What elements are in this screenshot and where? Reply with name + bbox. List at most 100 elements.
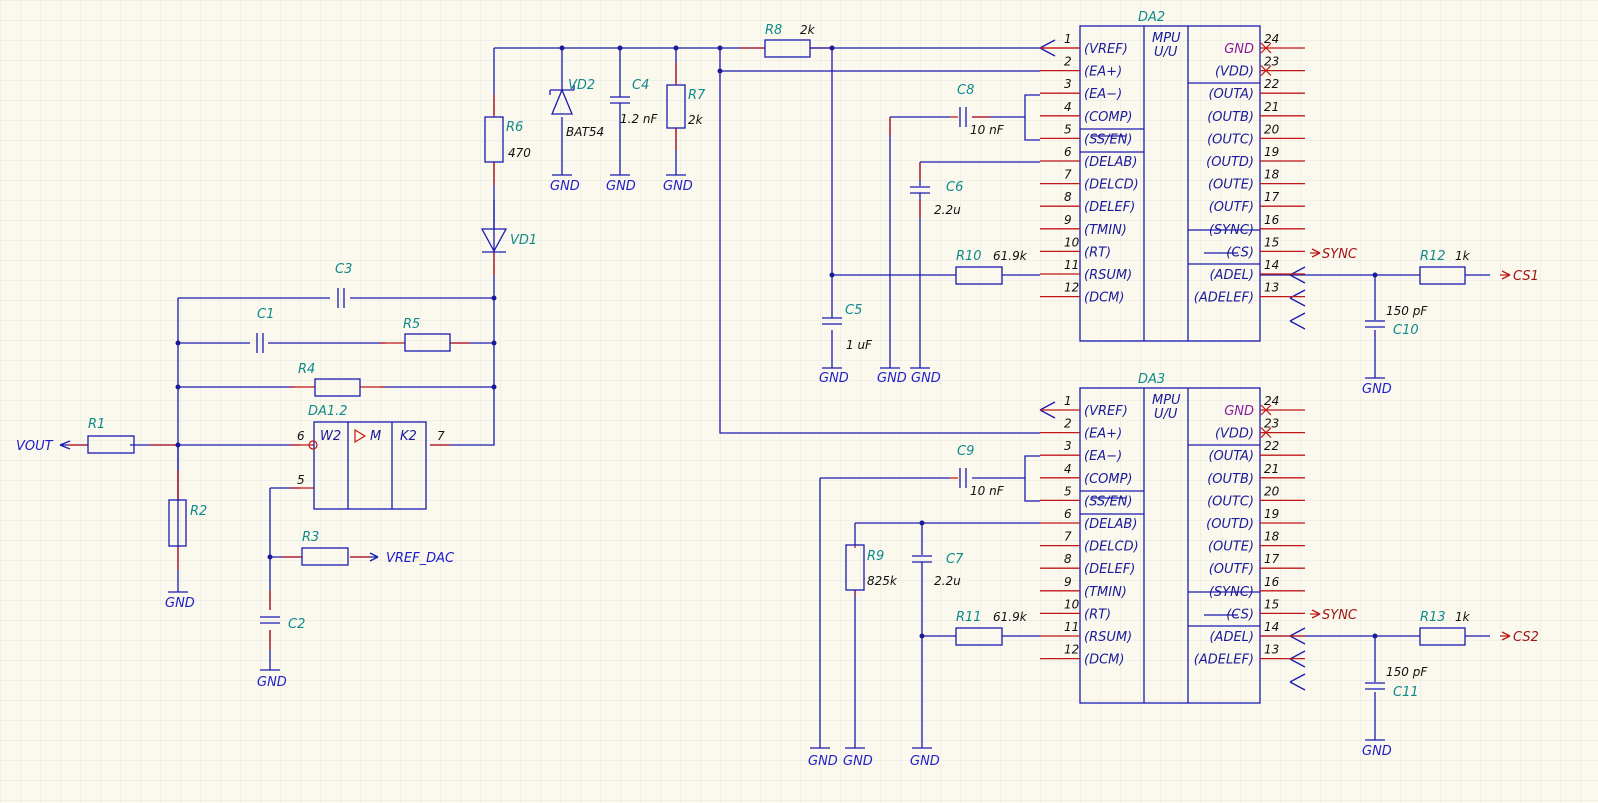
r11-value: 61.9k	[993, 610, 1028, 624]
pin-number: 3	[1064, 439, 1072, 453]
pin-name: (OUTF)	[1209, 562, 1254, 577]
vd1-refdes: VD1	[510, 233, 537, 248]
c4-value: 1.2 nF	[620, 112, 659, 126]
gnd-r7: GND	[663, 179, 693, 194]
sync-port-da2: SYNC	[1322, 247, 1358, 262]
da3-support: C9 10 nF R9 825k C7 2.2u R11 61.9k GND G…	[808, 401, 1056, 769]
pin-number: 20	[1264, 484, 1280, 498]
pin-name: (OUTF)	[1209, 200, 1254, 215]
pin-number: 18	[1264, 168, 1280, 182]
c7-refdes: C7	[946, 552, 964, 567]
pin-name: (COMP)	[1084, 472, 1133, 487]
pin-number: 15	[1264, 235, 1279, 249]
r12-value: 1k	[1455, 249, 1471, 263]
pin-number: 2	[1064, 417, 1072, 431]
r4-resistor	[314, 378, 361, 397]
pin-name: (EA+)	[1084, 65, 1122, 80]
pin-name: (OUTB)	[1207, 472, 1254, 487]
chip-type-sub: U/U	[1154, 407, 1178, 422]
pin-number: 21	[1264, 462, 1279, 476]
pin-name: (VDD)	[1215, 65, 1254, 80]
da1-2-pin6: 6	[297, 429, 305, 443]
pin-name: (VREF)	[1084, 42, 1128, 57]
pin-number: 8	[1064, 552, 1072, 566]
pin-name: (OUTE)	[1208, 178, 1254, 193]
c11-capacitor	[1365, 682, 1385, 690]
c7-capacitor	[912, 555, 932, 563]
c6-value: 2.2u	[934, 203, 961, 217]
c5-value: 1 uF	[846, 338, 873, 352]
pin-name: (ADEL)	[1209, 630, 1254, 645]
pin-name: (DELAB)	[1084, 517, 1137, 532]
pin-number: 21	[1264, 100, 1279, 114]
c8-refdes: C8	[957, 83, 974, 98]
pin-number: 22	[1264, 77, 1279, 91]
gnd-c2: GND	[257, 675, 287, 690]
pin-number: 17	[1264, 552, 1280, 566]
r11-resistor	[955, 627, 1003, 646]
r8-value: 2k	[800, 23, 816, 37]
pin-number: 2	[1064, 55, 1072, 69]
r11-refdes: R11	[956, 610, 982, 625]
c3-refdes: C3	[335, 262, 352, 277]
r3-refdes: R3	[302, 530, 319, 545]
pin-name: (SS/EN)	[1084, 494, 1133, 509]
gnd-c5: GND	[819, 371, 849, 386]
r5-resistor	[404, 333, 451, 352]
pin-name: (COMP)	[1084, 110, 1133, 125]
r9-value: 825k	[867, 574, 898, 588]
gnd-r2: GND	[165, 596, 195, 611]
c4-capacitor	[610, 96, 630, 104]
pin-name: (SYNC)	[1209, 585, 1254, 600]
pin-name: (CS)	[1226, 245, 1254, 260]
gnd-c10: GND	[1362, 382, 1392, 397]
c10-capacitor	[1365, 320, 1385, 328]
r13-value: 1k	[1455, 610, 1471, 624]
c10-refdes: C10	[1393, 323, 1419, 338]
pin-number: 12	[1064, 643, 1079, 657]
gnd-c4: GND	[606, 179, 636, 194]
r3-resistor	[301, 547, 349, 566]
c11-value: 150 pF	[1386, 665, 1428, 679]
pin-name: (CS)	[1226, 607, 1254, 622]
r7-refdes: R7	[688, 88, 706, 103]
vref-dac-port: VREF_DAC	[386, 551, 455, 566]
c5-refdes: C5	[845, 303, 862, 318]
c7-value: 2.2u	[934, 574, 961, 588]
gnd-vd2: GND	[550, 179, 580, 194]
da1-2-pin7: 7	[437, 429, 445, 443]
pin-name: (ADEL)	[1209, 268, 1254, 283]
c5-capacitor	[822, 317, 842, 325]
pin-name: (RT)	[1084, 607, 1111, 622]
pin-name: (OUTA)	[1208, 87, 1254, 102]
r6-value: 470	[508, 146, 531, 160]
c3-capacitor	[337, 288, 345, 308]
pin-number: 14	[1264, 258, 1279, 272]
c4-refdes: C4	[632, 78, 649, 93]
pin-number: 4	[1064, 462, 1072, 476]
pin-name: (SS/EN)	[1084, 132, 1133, 147]
chip-refdes: DA3	[1138, 372, 1165, 387]
c1-capacitor	[256, 333, 264, 353]
gnd-c6: GND	[911, 371, 941, 386]
pin-number: 19	[1264, 145, 1279, 159]
gnd-c11: GND	[1362, 744, 1392, 759]
pin-number: 13	[1264, 281, 1279, 295]
vout-port: VOUT	[16, 439, 54, 454]
pin-number: 5	[1064, 122, 1072, 136]
pin-name: (DELCD)	[1084, 540, 1139, 555]
pin-number: 6	[1064, 507, 1072, 521]
gnd-c7: GND	[910, 754, 940, 769]
pin-name: (SYNC)	[1209, 223, 1254, 238]
pin-number: 22	[1264, 439, 1279, 453]
pin-name: (OUTA)	[1208, 449, 1254, 464]
da1-2-k2: K2	[400, 429, 417, 444]
r10-refdes: R10	[956, 249, 982, 264]
pin-name: (DCM)	[1084, 653, 1124, 668]
chip-type-sub: U/U	[1154, 45, 1178, 60]
da1-2-w2: W2	[320, 429, 341, 444]
r6-resistor	[484, 116, 504, 163]
cs1-port: CS1	[1513, 269, 1539, 284]
gnd-c9: GND	[808, 754, 838, 769]
